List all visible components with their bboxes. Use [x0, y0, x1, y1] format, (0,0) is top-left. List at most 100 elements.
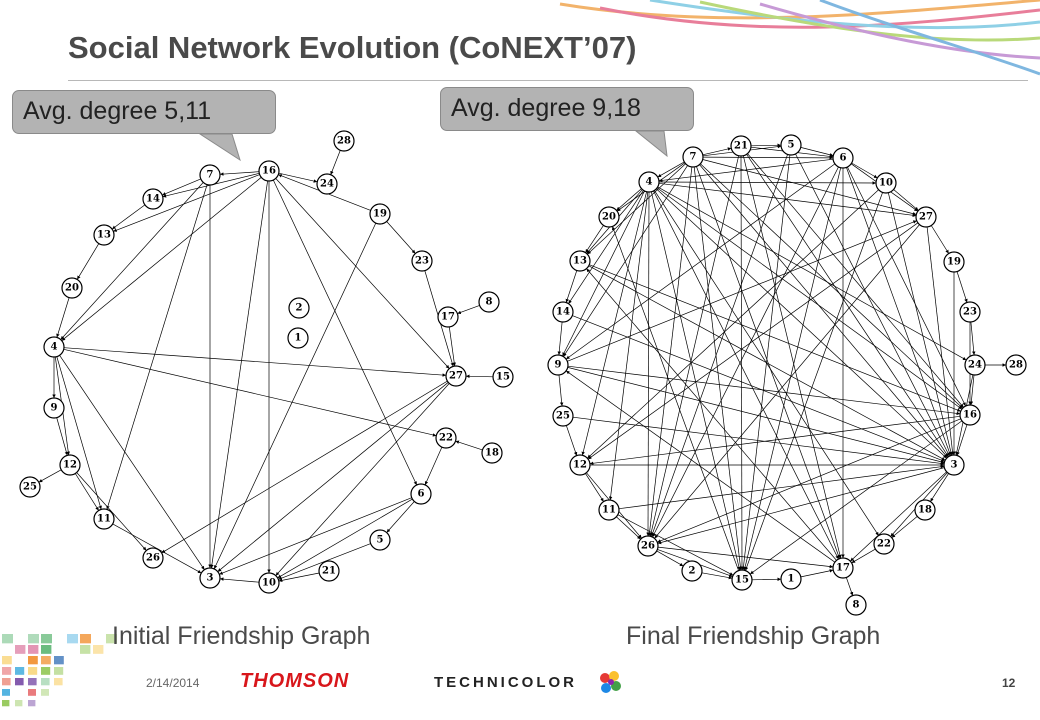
graph-node-label: 5 — [377, 535, 384, 546]
graph-node-circle — [481, 442, 503, 464]
graph-node: 4 — [638, 171, 660, 193]
graph-node-circle — [959, 404, 981, 426]
graph-edge — [38, 469, 62, 483]
graph-node-label: 4 — [646, 177, 653, 188]
graph-node-label: 25 — [556, 411, 570, 422]
graph-edge — [930, 473, 949, 502]
graph-node: 13 — [569, 250, 591, 272]
graph-node-circle — [369, 529, 391, 551]
graph-node: 25 — [19, 476, 41, 498]
graph-edge — [75, 473, 99, 511]
decor-arc — [699, 0, 1040, 42]
decor-tile — [28, 656, 38, 665]
decor-arc — [759, 2, 1040, 60]
callout-right-pointer — [634, 130, 668, 158]
graph-node: 9 — [43, 397, 65, 419]
graph-node-circle — [318, 560, 340, 582]
graph-edge — [448, 326, 456, 367]
graph-node-label: 6 — [418, 489, 425, 500]
graph-edge — [60, 182, 204, 340]
decor-tile — [28, 667, 38, 675]
graph-edge — [386, 501, 415, 533]
decor-tile — [2, 678, 11, 686]
graph-edge — [657, 467, 945, 545]
graph-edge — [457, 305, 480, 315]
graph-node-circle — [1005, 354, 1027, 376]
graph-edge — [646, 191, 650, 537]
graph-node: 14 — [552, 301, 574, 323]
graph-edge — [652, 166, 839, 538]
graph-edge — [701, 572, 733, 580]
graph-edge — [693, 166, 743, 571]
slide-title: Social Network Evolution (CoNEXT’07) — [68, 30, 637, 65]
graph-edge — [59, 355, 205, 570]
decor-tile — [2, 667, 12, 675]
graph-node: 26 — [142, 547, 164, 569]
graph-node-label: 23 — [415, 256, 429, 267]
graph-node-circle — [845, 594, 867, 616]
graph-node: 19 — [369, 203, 391, 225]
graph-edge — [702, 147, 732, 156]
graph-edge — [162, 178, 201, 196]
graph-edge — [213, 222, 377, 570]
graph-node-circle — [832, 147, 854, 169]
graph-node-circle — [552, 405, 574, 427]
graph-node-label: 28 — [337, 136, 351, 147]
graph-node-circle — [287, 327, 309, 349]
graph-edge — [572, 416, 945, 466]
graph-edge — [567, 220, 917, 362]
graph-node-label: 16 — [963, 410, 977, 421]
graph-edge — [851, 162, 878, 179]
graph-node-circle — [199, 567, 221, 589]
graph-node-circle — [59, 454, 81, 476]
footer-date: 2/14/2014 — [146, 676, 200, 690]
graph-node-label: 9 — [51, 403, 58, 414]
title-divider — [68, 80, 1028, 81]
graph-node: 24 — [316, 173, 338, 195]
graph-node-label: 13 — [573, 256, 587, 267]
graph-edge — [557, 321, 563, 356]
graph-edge — [658, 181, 877, 185]
graph-node: 24 — [964, 354, 986, 376]
callout-left-pointer — [198, 133, 241, 162]
graph-node: 9 — [547, 354, 569, 376]
graph-node-circle — [492, 366, 514, 388]
graph-node-circle — [552, 301, 574, 323]
graph-node-circle — [43, 336, 65, 358]
graph-edge — [743, 167, 842, 571]
decor-tile — [2, 656, 12, 665]
graph-edge — [56, 417, 69, 456]
decor-tile — [41, 689, 49, 696]
graph-node-circle — [875, 172, 897, 194]
graph-edge — [616, 516, 641, 540]
graph-node: 7 — [682, 146, 704, 168]
decor-arc — [649, 0, 1040, 30]
graph-node: 20 — [598, 206, 620, 228]
graph-node-circle — [142, 547, 164, 569]
graph-node: 8 — [845, 594, 867, 616]
graph-node-label: 3 — [207, 573, 214, 584]
graph-node-label: 12 — [573, 460, 587, 471]
graph-node-circle — [288, 297, 310, 319]
graph-node-label: 24 — [320, 179, 334, 190]
graph-edge — [658, 182, 917, 217]
graph-edge — [61, 177, 262, 341]
graph-node: 4 — [43, 336, 65, 358]
graph-node: 10 — [875, 172, 897, 194]
graph-node-label: 11 — [97, 514, 111, 525]
graph-edge — [572, 315, 945, 462]
graph-edge — [893, 189, 919, 211]
page-number: 12 — [1002, 676, 1016, 690]
graph-edge — [744, 192, 883, 571]
avg-degree-callout-final: Avg. degree 9,18 — [440, 87, 694, 131]
graph-edge — [795, 153, 950, 457]
graph-edge — [650, 191, 741, 571]
graph-edges — [557, 143, 1006, 596]
thomson-logo: THOMSON — [240, 670, 350, 692]
decor-tile — [67, 634, 78, 644]
caption-final-graph: Final Friendship Graph — [626, 622, 881, 650]
graph-edge — [956, 271, 968, 303]
graph-node-label: 23 — [963, 307, 977, 318]
